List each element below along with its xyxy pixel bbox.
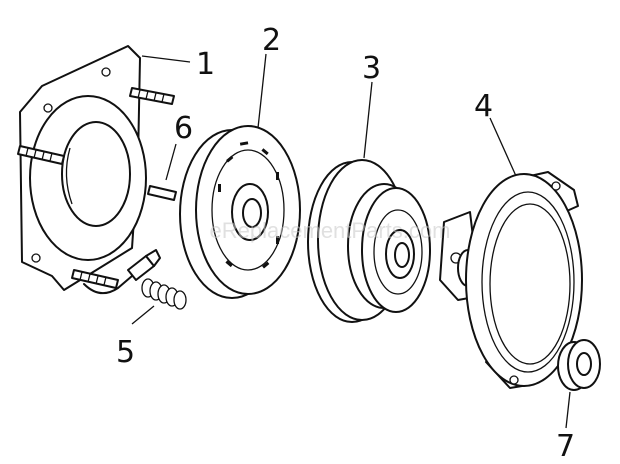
part-2-armature-rotor	[179, 125, 301, 299]
mounting-stud	[129, 87, 175, 105]
leader-lines	[131, 53, 571, 429]
part-3-pulley	[307, 159, 431, 323]
part-5-spring	[141, 278, 187, 310]
part-6-key	[147, 185, 177, 201]
label-part-1: 1	[196, 47, 215, 82]
rotor-slots	[218, 141, 279, 269]
wire-connector	[83, 249, 161, 295]
mounting-stud	[71, 269, 119, 289]
label-part-4: 4	[474, 89, 493, 124]
part-4-housing-cover	[439, 171, 583, 389]
part-1-field-coil-plate	[17, 45, 175, 295]
label-part-2: 2	[262, 23, 281, 58]
watermark-text: eReplacementParts.com	[210, 218, 451, 243]
label-part-5: 5	[116, 335, 135, 370]
label-part-6: 6	[174, 111, 193, 146]
label-part-7: 7	[556, 429, 575, 464]
part-7-washer	[557, 339, 601, 391]
label-part-3: 3	[362, 51, 381, 86]
mounting-stud	[17, 145, 65, 165]
part-labels: 1 2 3 4 5 6 7	[116, 23, 575, 464]
